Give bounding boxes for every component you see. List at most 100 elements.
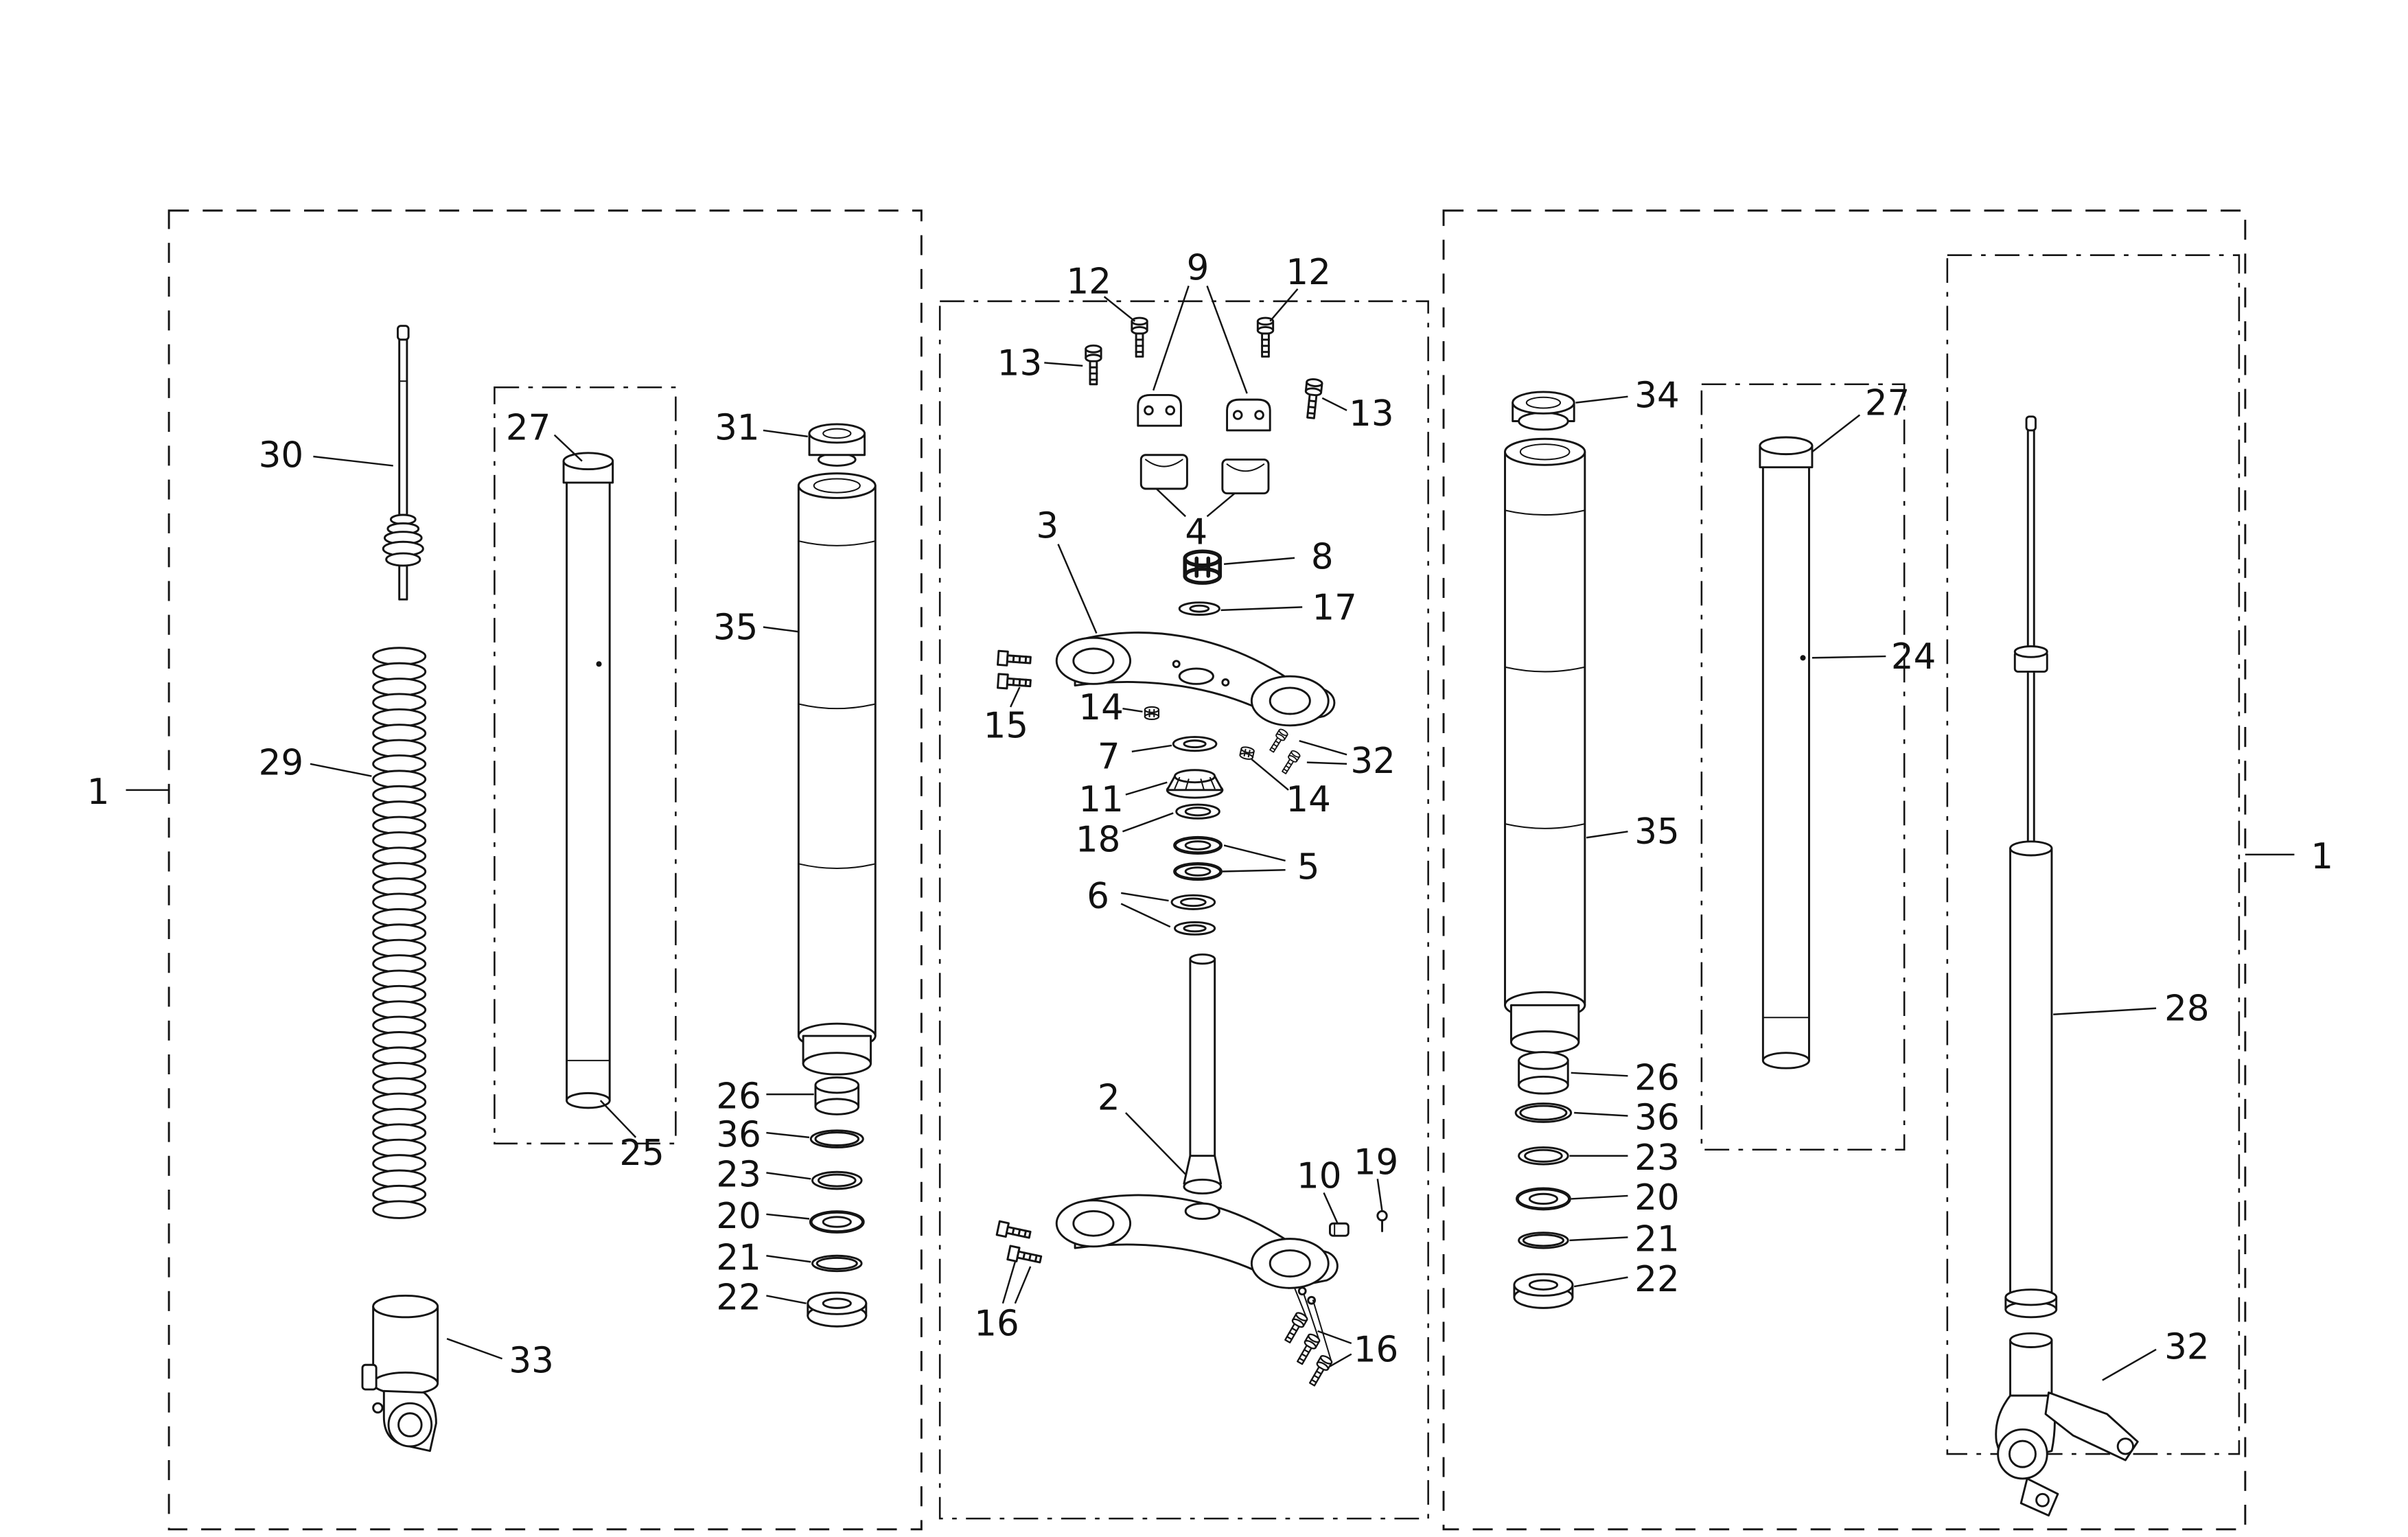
callout-label-16-right: 16 [1354,1330,1398,1371]
leader-line [1251,759,1289,791]
leader-line [1329,1353,1352,1367]
part-32-axle-bracket [1995,1332,2139,1517]
leader-line [1002,1261,1016,1304]
callout-label-12-left: 12 [1066,262,1111,303]
leader-line [766,1295,807,1304]
callout-29: 29 [259,742,372,783]
callout-label-22-right: 22 [1634,1259,1679,1300]
leader-line [1223,844,1286,862]
leader-line [1120,892,1169,902]
part-11-bearing [1166,769,1224,799]
callout-14-upper: 14 [1078,687,1143,728]
leader-line [310,763,372,777]
leader-line [763,626,799,633]
leader-line [1206,286,1248,394]
callout-label-22-left: 22 [716,1278,761,1319]
callout-35-left: 35 [713,607,799,648]
callout-label-26-right: 26 [1634,1057,1679,1098]
leader-line [1811,655,1886,659]
part-6-seal-rings [1170,894,1216,936]
callout-8: 8 [1223,536,1334,577]
callout-label-31: 31 [715,407,759,448]
callout-24: 24 [1811,636,1936,678]
callout-label-24: 24 [1891,636,1936,678]
part-22-dust-seal-left [807,1291,868,1328]
callout-label-4: 4 [1185,512,1207,553]
part-2-lower-triple-clamp [1055,953,1339,1363]
leader-line [1122,707,1143,713]
part-17-washer [1178,601,1220,616]
leader-line [1811,414,1861,453]
callout-label-20-right: 20 [1634,1177,1679,1218]
callout-label-1-left: 1 [87,772,110,813]
leader-line [1125,781,1168,796]
leader-line [1120,903,1171,928]
callout-label-11: 11 [1078,779,1123,820]
callout-9: 9 [1153,247,1248,394]
callout-label-32-right: 32 [2164,1326,2209,1367]
part-35-outer-tube-right [1504,437,1586,1054]
part-7-washer [1172,736,1218,752]
callout-label-5: 5 [1297,847,1320,888]
part-27-inner-tube-right [1759,436,1814,1070]
leader-line [1223,557,1295,565]
part-21-ring-left [811,1254,863,1273]
callout-label-36-left: 36 [716,1114,761,1155]
leader-line [1222,869,1286,872]
callout-19: 19 [1354,1142,1398,1212]
callout-label-6: 6 [1087,876,1109,917]
part-26-lock-nut-left [814,1076,860,1116]
part-24-hole [1800,655,1806,661]
callout-13-right: 13 [1321,393,1394,435]
callout-label-10: 10 [1297,1156,1341,1197]
callout-22-left: 22 [716,1278,807,1319]
callout-label-26-left: 26 [716,1076,761,1117]
part-34-fork-cap-right [1512,391,1575,431]
callout-label-23-left: 23 [716,1154,761,1195]
right-fork-group-boundary [1442,209,2247,1531]
part-16-screws-right [1281,1310,1334,1389]
callout-label-30: 30 [259,435,303,476]
callout-31: 31 [715,407,808,448]
leader-line [1122,812,1174,833]
callout-label-34: 34 [1634,375,1679,416]
callout-label-13-right: 13 [1349,393,1393,435]
leader-line [1299,740,1347,756]
part-3-upper-triple-clamp [1055,632,1336,727]
callout-7: 7 [1098,736,1172,778]
part-18-ring [1175,803,1220,820]
leader-line [1057,544,1098,634]
leader-line [1269,288,1299,322]
callout-5: 5 [1222,844,1320,888]
leader-line [1317,1330,1352,1345]
part-33-axle-clamp [361,1295,439,1453]
part-14-nut-lower [1238,745,1255,761]
left-fork-group-boundary [167,209,923,1531]
callout-21-right: 21 [1569,1219,1680,1260]
part-31-fork-cap [808,423,866,467]
right-inner-tube-boundary [1700,383,1906,1151]
part-20-oil-seal-left [809,1210,865,1234]
leader-line [1571,1194,1628,1200]
callout-13-left: 13 [997,343,1083,384]
callout-label-35-left: 35 [713,607,758,648]
callout-23-right: 23 [1569,1137,1680,1179]
callout-label-21-left: 21 [716,1237,761,1278]
part-13-screw-right [1301,377,1323,420]
callout-label-20-left: 20 [716,1196,761,1237]
callout-33: 33 [446,1338,554,1381]
callout-16-left: 16 [974,1261,1032,1345]
leader-line [599,1100,637,1138]
callout-label-14-lower: 14 [1286,779,1330,820]
leader-line [1376,1179,1383,1212]
leader-line [1125,1112,1187,1175]
callout-label-7: 7 [1098,736,1120,777]
callout-36-right: 36 [1574,1098,1680,1139]
part-13-screw-left [1085,344,1102,386]
leader-line [763,429,808,438]
leader-line [1575,395,1628,404]
callout-10: 10 [1297,1156,1342,1224]
callout-label-32-center: 32 [1350,741,1395,782]
callout-17: 17 [1220,587,1357,628]
